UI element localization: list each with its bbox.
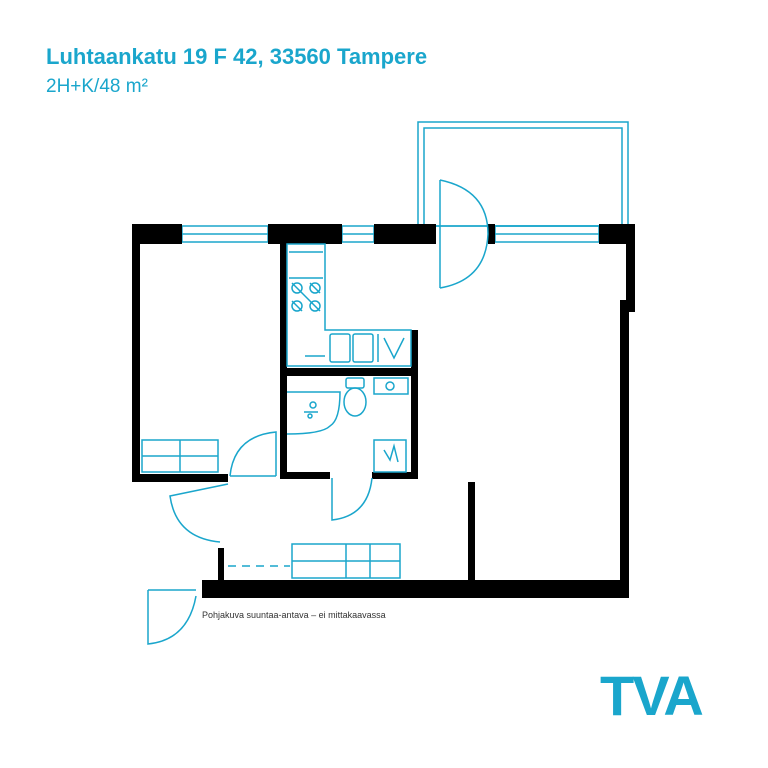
doors bbox=[147, 179, 489, 645]
apartment-type-area: 2H+K/48 m² bbox=[46, 76, 148, 97]
bathroom-fixtures bbox=[286, 377, 409, 473]
scale-disclaimer: Pohjakuva suuntaa-antava – ei mittakaava… bbox=[202, 610, 386, 620]
address-title: Luhtaankatu 19 F 42, 33560 Tampere bbox=[46, 44, 428, 69]
walls bbox=[132, 224, 635, 598]
wardrobe bbox=[141, 439, 401, 579]
tva-logo: TVA bbox=[600, 664, 704, 727]
balcony bbox=[417, 121, 629, 227]
kitchen-counter bbox=[286, 243, 412, 367]
